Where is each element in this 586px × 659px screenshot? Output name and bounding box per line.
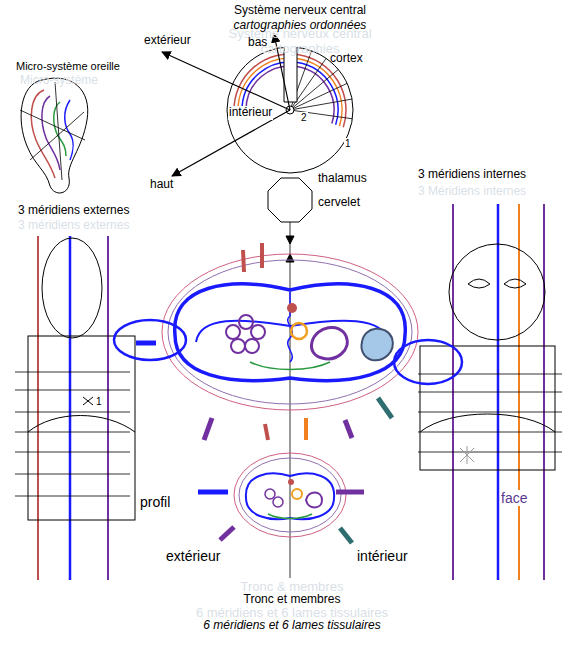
- cortex-ray: [290, 83, 347, 110]
- cerebellum-octagon: [268, 178, 312, 222]
- watermark: Micro-système: [20, 74, 98, 88]
- direction-label: extérieur: [144, 34, 191, 48]
- direction-label: bas: [248, 36, 267, 50]
- direction-label: haut: [150, 178, 173, 192]
- panel-subtitle: 6 méridiens et 6 lames tissulaires: [203, 619, 380, 633]
- panel-title: 3 méridiens internes: [418, 168, 526, 182]
- view-label: face: [500, 490, 528, 506]
- panel-title: 3 méridiens externes: [18, 204, 129, 218]
- panel-title: Micro-système oreille: [16, 60, 120, 73]
- cortex-ray: [290, 99, 352, 110]
- tissue-bars: [136, 243, 392, 543]
- panel-subtitle: cartographies ordonnées: [234, 19, 367, 33]
- callout-number: 1: [96, 396, 102, 408]
- watermark: 3 méridiens externes: [18, 219, 129, 233]
- axis-line: [286, 222, 294, 578]
- view-label: profil: [140, 494, 170, 510]
- direction-label: extérieur: [166, 548, 220, 564]
- watermark: cartographies: [261, 42, 340, 57]
- limb-section: [234, 453, 346, 537]
- part-label: thalamus: [318, 172, 367, 186]
- internal-meridians-face: [418, 204, 562, 580]
- ear-figure: [20, 78, 88, 193]
- direction-label: intérieur: [357, 548, 408, 564]
- part-label: cortex: [330, 52, 363, 66]
- external-meridians-profile: [15, 236, 135, 580]
- watermark: 3 Méridiens internes: [418, 185, 526, 199]
- callout-number: 2: [300, 112, 308, 124]
- callout-number: 1: [344, 138, 352, 150]
- panel-title: Système nerveux central: [234, 4, 366, 18]
- trunk-section: [114, 254, 462, 410]
- part-label: cervelet: [318, 196, 360, 210]
- direction-label: intérieur: [228, 106, 273, 120]
- panel-title: Tronc et membres: [244, 593, 341, 607]
- cns-slot: [284, 46, 297, 114]
